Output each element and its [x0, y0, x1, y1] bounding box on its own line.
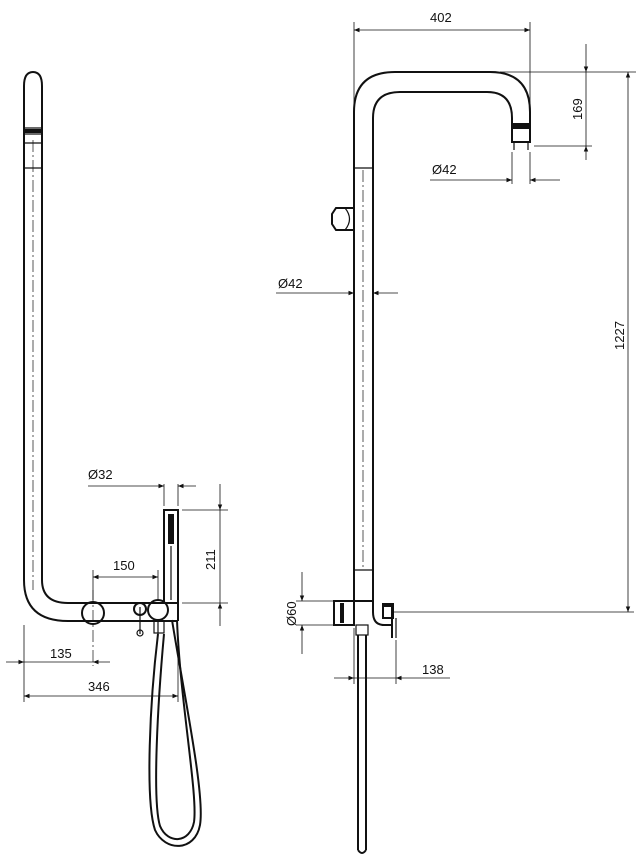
bottom-mixer [354, 600, 393, 626]
dim-right-head-drop-label: 169 [570, 98, 585, 120]
left-riser-band [24, 129, 42, 133]
shower-head-band [512, 124, 530, 129]
dim-right-rose-diameter-label: Ø60 [284, 601, 299, 626]
right-column-outer [353, 71, 531, 600]
wall-rose-band [340, 603, 344, 623]
dim-right-mixer-projection: 138 [334, 628, 450, 684]
dim-left-offset: 135 [6, 625, 110, 668]
right-column-inner [372, 91, 513, 600]
dim-right-column-diameter-label: Ø42 [278, 276, 303, 291]
dim-right-column-height: 1227 [392, 72, 634, 613]
left-outlet-nut [153, 620, 165, 634]
slider-bracket-curve [344, 207, 351, 231]
left-riser-inner [23, 86, 178, 622]
dim-left-handshower-height: 211 [182, 484, 228, 626]
bottom-outlet-nut [355, 624, 369, 636]
hose-inner [155, 619, 196, 841]
left-mixer-lever-tip [136, 629, 144, 637]
slider-bracket [331, 207, 354, 231]
hand-shower-head [168, 514, 174, 544]
dim-right-mixer-projection-label: 138 [422, 662, 444, 677]
bottom-mixer-handle-base [382, 603, 394, 619]
dim-left-pipe-diameter: Ø32 [88, 467, 196, 506]
dim-right-arm-projection: 402 [353, 10, 531, 104]
dim-right-head-diameter: Ø42 [430, 152, 560, 184]
wall-rose [333, 600, 355, 626]
left-mixer-lever-cap [133, 602, 147, 616]
dim-left-mixer-spacing: 150 [92, 558, 159, 600]
right-view: 402 169 Ø42 Ø42 1227 [276, 10, 636, 854]
dim-right-head-diameter-label: Ø42 [432, 162, 457, 177]
hose-outer [148, 619, 202, 847]
right-hose-end [357, 849, 367, 854]
dim-right-column-height-label: 1227 [612, 321, 627, 350]
dim-left-handshower-height-label: 211 [203, 549, 218, 570]
left-view: Ø32 211 150 135 [6, 70, 228, 847]
dim-left-pipe-diameter-label: Ø32 [88, 467, 113, 482]
dim-left-mixer-spacing-label: 150 [113, 558, 135, 573]
dim-left-total-width: 346 [23, 640, 179, 702]
dim-right-arm-projection-label: 402 [430, 10, 452, 25]
left-riser-outer [23, 70, 88, 604]
dim-left-offset-label: 135 [50, 646, 72, 661]
dim-left-total-width-label: 346 [88, 679, 110, 694]
dim-right-rose-diameter: Ø60 [284, 572, 334, 654]
dim-right-head-drop: 169 [500, 44, 636, 160]
hand-shower [163, 509, 179, 604]
dim-right-column-diameter: Ø42 [276, 276, 398, 296]
